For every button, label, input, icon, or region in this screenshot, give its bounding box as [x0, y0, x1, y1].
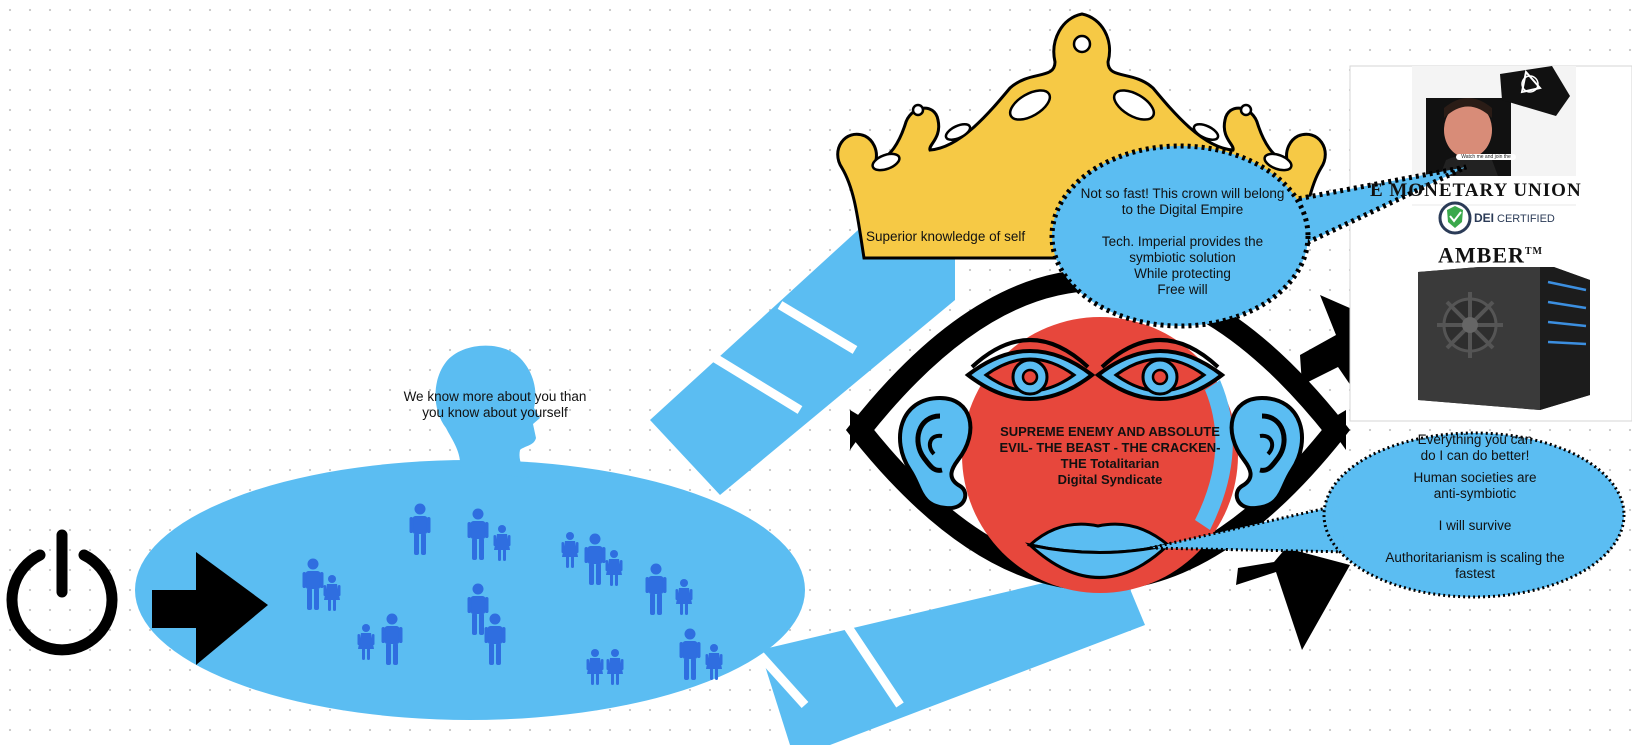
bubble-top-line6: Free will: [1157, 282, 1208, 297]
connector-gaps: [712, 301, 904, 709]
monetary-union-label: E MONETARY UNION: [1370, 180, 1582, 201]
flag-icon: [1500, 66, 1570, 116]
population-ellipse: [135, 460, 805, 720]
bubble-top-line2: to the Digital Empire: [1121, 202, 1244, 217]
photo-caption: Watch me and join the: [1456, 154, 1516, 160]
bubble-right-line5: I will survive: [1438, 518, 1512, 533]
head-text: We know more about you than you know abo…: [380, 389, 610, 421]
amber-text: AMBER: [1438, 242, 1525, 268]
lips-icon: [1024, 522, 1173, 579]
bubble-right-line3: Human societies are: [1413, 470, 1537, 485]
head-text-line1: We know more about you than: [403, 389, 587, 404]
dei-label: DEI: [1474, 211, 1495, 225]
shield-check-icon: [1438, 201, 1472, 235]
bubble-top-line3: Tech. Imperial provides the: [1101, 234, 1264, 249]
amber-label: AMBERTM: [1438, 240, 1558, 268]
head-silhouette: [435, 345, 540, 478]
bubble-right-line4: anti-symbiotic: [1433, 486, 1517, 501]
connector-bands: [650, 210, 1145, 745]
certified-label: CERTIFIED: [1497, 213, 1555, 225]
face-chin-highlight: [1195, 380, 1233, 530]
face-title: SUPREME ENEMY AND ABSOLUTE EVIL- THE BEA…: [985, 424, 1235, 488]
bubble-right-line6: Authoritarianism is scaling the: [1385, 550, 1565, 565]
face-title-line1: SUPREME ENEMY AND ABSOLUTE: [1000, 424, 1220, 439]
bubble-top-line1: Not so fast! This crown will belong: [1080, 186, 1285, 201]
arrow-right-icon: [152, 552, 268, 665]
face-title-line4: Digital Syndicate: [1057, 472, 1163, 487]
face-title-line3: THE Totalitarian: [1060, 456, 1160, 471]
speech-bubble-top-text: Not so fast! This crown will belong to t…: [1070, 186, 1295, 298]
speech-bubble-right-text: Everything you can do I can do better! H…: [1370, 432, 1580, 582]
arrow-down-right-icon: [1236, 548, 1350, 650]
bubble-top-line5: While protecting: [1134, 266, 1231, 281]
safe-server-icon: [1418, 262, 1590, 410]
speech-bubble-top: [1049, 143, 1468, 329]
bubble-right-line1: Everything you can: [1417, 432, 1533, 447]
crown-label: Superior knowledge of self: [866, 229, 1026, 244]
face-title-line2: EVIL- THE BEAST - THE CRACKEN-: [999, 440, 1221, 455]
speech-bubble-right: [1149, 431, 1626, 599]
person-photo: [1426, 98, 1511, 176]
head-text-line2: you know about yourself: [422, 405, 568, 420]
amber-tm: TM: [1524, 246, 1543, 257]
bubble-right-line2: do I can do better!: [1420, 448, 1530, 463]
bubble-top-line4: symbiotic solution: [1129, 250, 1236, 265]
power-icon[interactable]: [6, 529, 118, 656]
bubble-right-line7: fastest: [1455, 566, 1495, 581]
